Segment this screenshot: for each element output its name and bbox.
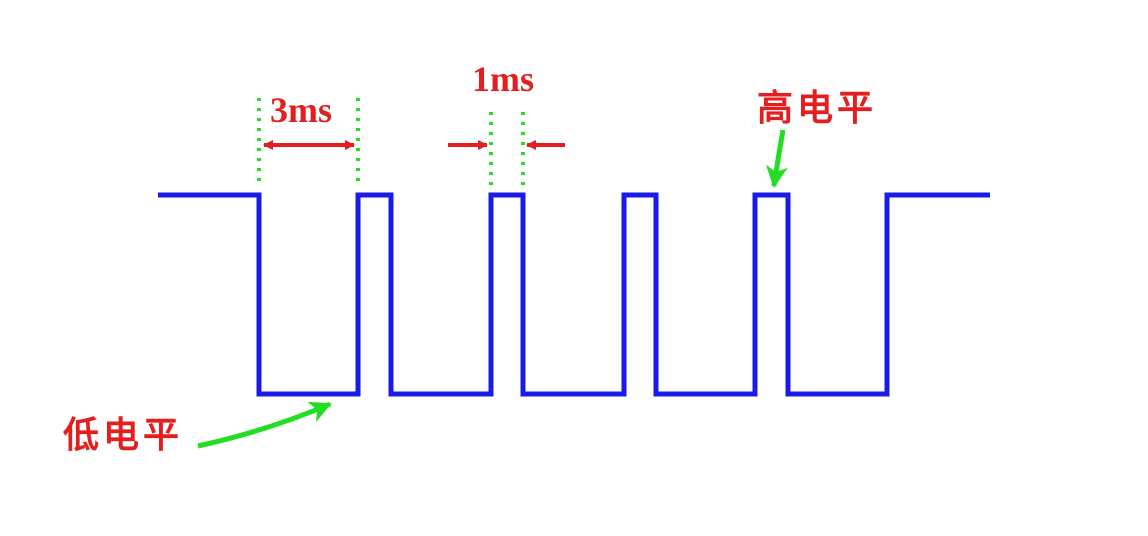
high-level-label: 高电平	[757, 87, 877, 129]
timing-guides	[257, 98, 525, 188]
low-level-label: 低电平	[63, 414, 183, 456]
high-level-pointer-arrow	[765, 129, 788, 188]
low-level-pointer-arrow	[197, 401, 332, 449]
high-duration-label: 1ms	[472, 59, 534, 99]
low-duration-label: 3ms	[270, 90, 332, 130]
pulse-waveform-line	[158, 192, 990, 397]
